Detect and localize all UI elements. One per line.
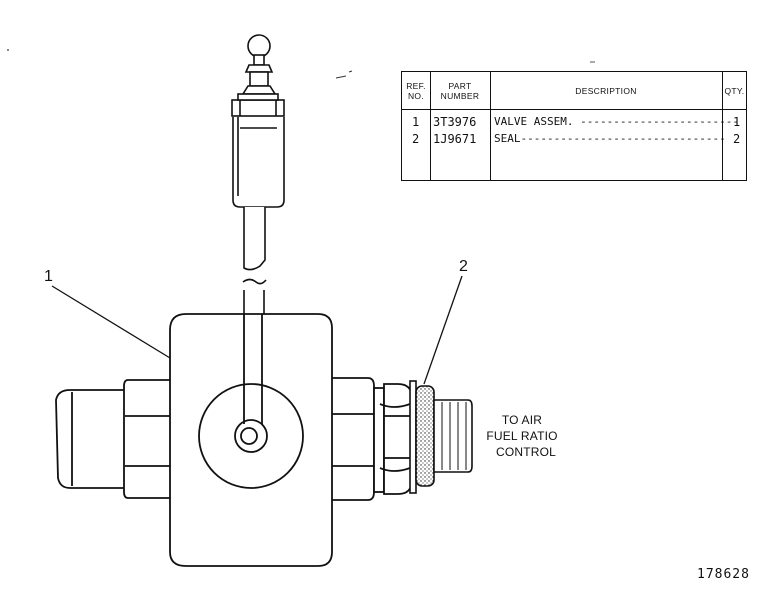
- row-part-number: 3T3976: [433, 115, 477, 129]
- header-qty: QTY.: [722, 72, 747, 109]
- outlet-note: TO AIR FUEL RATIO CONTROL: [478, 412, 566, 460]
- header-ref-line2: NO.: [407, 90, 424, 101]
- threaded-outlet: [433, 399, 473, 473]
- header-description-label: DESCRIPTION: [575, 85, 637, 96]
- header-description: DESCRIPTION: [490, 72, 722, 109]
- valve-body: [55, 313, 375, 567]
- header-ref-line1: REF.: [406, 80, 426, 91]
- callout-item-2: 2: [459, 258, 468, 275]
- table-divider: [490, 72, 491, 180]
- right-connector-nut: [373, 383, 413, 495]
- row-qty: 1: [733, 115, 741, 129]
- row-ref: 2: [412, 132, 420, 146]
- table-row: 2 1J9671 SEAL---------------------------…: [402, 132, 746, 148]
- row-ref: 1: [412, 115, 420, 129]
- header-part-line2: NUMBER: [440, 90, 480, 101]
- seal: [409, 380, 435, 494]
- note-line2: FUEL RATIO: [486, 429, 558, 443]
- table-divider: [722, 72, 723, 180]
- table-row: 1 3T3976 VALVE ASSEM. ------------------…: [402, 115, 746, 131]
- valve-stem-probe: [231, 34, 285, 430]
- header-part-line1: PART: [448, 80, 472, 91]
- note-line1: TO AIR: [501, 413, 543, 427]
- figure-number: 178628: [697, 567, 750, 582]
- table-divider: [430, 72, 431, 180]
- row-description: VALVE ASSEM. ------------------------: [494, 115, 740, 128]
- row-qty: 2: [733, 132, 741, 146]
- header-qty-label: QTY.: [724, 85, 745, 96]
- scan-specks: [7, 49, 595, 79]
- callout-item-1: 1: [44, 268, 53, 285]
- note-line3: CONTROL: [495, 445, 557, 459]
- row-description: SEAL-------------------------------: [494, 132, 726, 145]
- parts-table-header: [402, 72, 746, 110]
- header-ref-no: REF.NO.: [402, 72, 430, 109]
- leader-lines: [51, 275, 463, 385]
- row-part-number: 1J9671: [433, 132, 477, 146]
